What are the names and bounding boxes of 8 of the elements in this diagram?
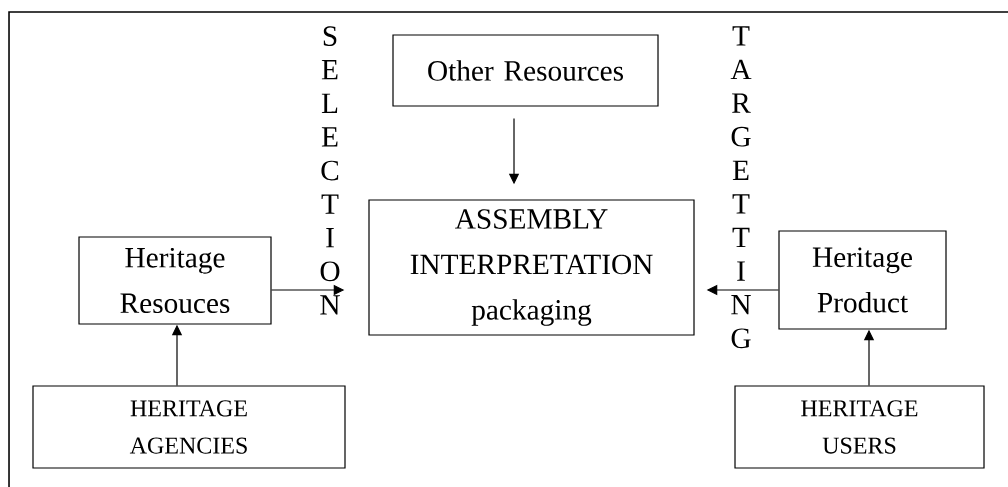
process-box: HERITAGE USERS	[734, 385, 985, 469]
process-box: Other Resources	[392, 34, 659, 107]
process-box: HERITAGE AGENCIES	[32, 385, 346, 469]
vertical-label: SELECTION	[320, 26, 340, 315]
process-box: Heritage Product	[778, 230, 947, 330]
process-box: ASSEMBLY INTERPRETATION packaging	[368, 199, 695, 336]
vertical-label: TARGETTING	[730, 26, 752, 349]
process-box: Heritage Resouces	[78, 236, 272, 325]
